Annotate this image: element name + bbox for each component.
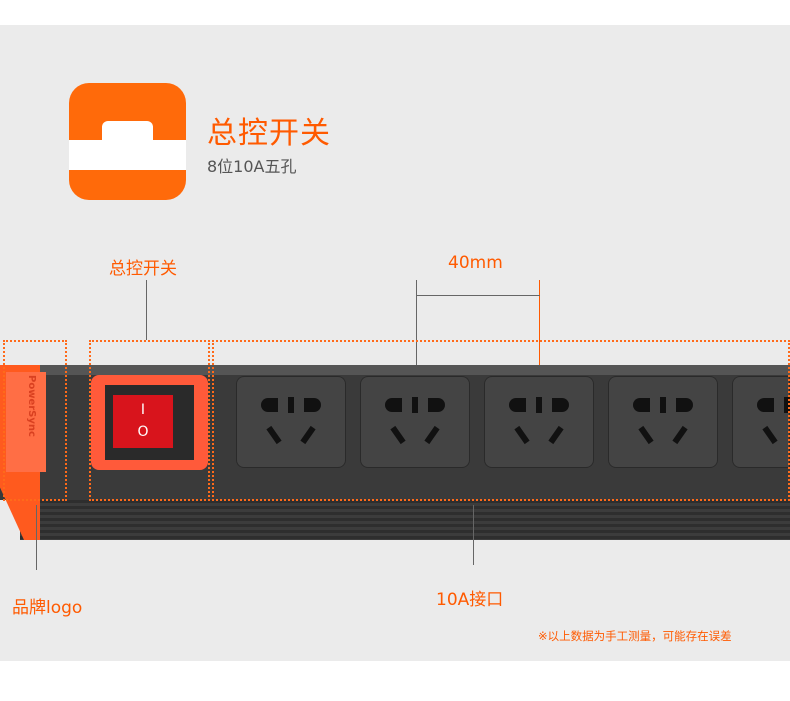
page-title: 总控开关 bbox=[207, 116, 331, 151]
brand-leader-line bbox=[36, 505, 37, 570]
socket-3 bbox=[484, 376, 594, 468]
socket-1 bbox=[236, 376, 346, 468]
socket-highlight-box bbox=[212, 340, 790, 501]
rocker-switch[interactable]: I O bbox=[113, 395, 173, 448]
brand-logo: PowerSync bbox=[26, 375, 37, 437]
socket-5 bbox=[732, 376, 790, 468]
switch-highlight-box bbox=[89, 340, 210, 501]
footnote: ※以上数据为手工测量，可能存在误差 bbox=[538, 629, 732, 643]
socket-2 bbox=[360, 376, 470, 468]
power-strip-extrusion bbox=[20, 500, 790, 540]
switch-leader-line bbox=[146, 280, 147, 340]
socket-leader-line bbox=[473, 505, 474, 565]
spacing-label: 40mm bbox=[448, 253, 503, 273]
page-subtitle: 8位10A五孔 bbox=[207, 157, 297, 176]
master-switch[interactable]: I O bbox=[91, 375, 208, 470]
socket-4 bbox=[608, 376, 718, 468]
spacing-bracket-right bbox=[539, 280, 540, 405]
switch-off-mark: O bbox=[137, 424, 149, 440]
spacing-bracket-top bbox=[416, 295, 540, 296]
brand-highlight-box bbox=[3, 340, 67, 501]
brand-logo-panel bbox=[6, 372, 46, 472]
brand-label: 品牌logo bbox=[12, 598, 83, 618]
switch-on-mark: I bbox=[140, 402, 146, 418]
master-switch-icon bbox=[69, 83, 186, 200]
switch-label: 总控开关 bbox=[109, 259, 177, 279]
power-strip-top-edge bbox=[0, 365, 790, 375]
socket-label: 10A接口 bbox=[436, 590, 504, 610]
spacing-bracket-left bbox=[416, 280, 417, 405]
